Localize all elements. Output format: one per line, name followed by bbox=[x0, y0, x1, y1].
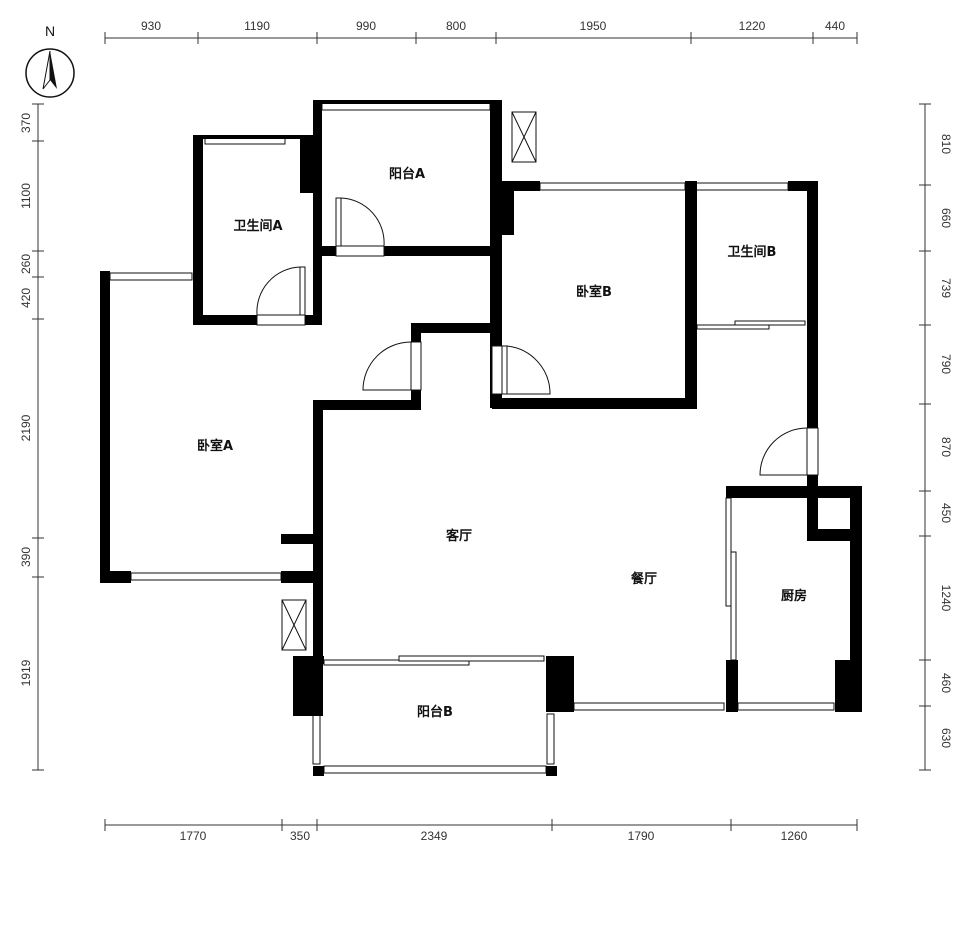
window-kitchen-south bbox=[737, 702, 835, 711]
room-label-dining-room: 餐厅 bbox=[630, 571, 657, 587]
window-living-south bbox=[573, 702, 725, 711]
room-label-balcony-a: 阳台A bbox=[389, 166, 425, 182]
dim-top-2: 1190 bbox=[244, 19, 270, 33]
dim-right-7: 1240 bbox=[939, 585, 953, 612]
dim-bottom-3: 2349 bbox=[421, 829, 448, 843]
door-living-left bbox=[362, 341, 422, 391]
compass-icon: N bbox=[25, 23, 75, 98]
dim-right-2: 660 bbox=[939, 208, 953, 228]
dim-left-7: 1919 bbox=[19, 659, 33, 686]
walls bbox=[100, 100, 862, 776]
dim-top-1: 930 bbox=[141, 19, 161, 33]
room-label-balcony-b: 阳台B bbox=[417, 704, 453, 720]
room-label-bathroom-a: 卫生间A bbox=[233, 218, 282, 234]
dim-top-5: 1950 bbox=[580, 19, 607, 33]
doors bbox=[256, 197, 819, 476]
room-label-bedroom-b: 卧室B bbox=[576, 284, 612, 300]
dim-bottom-2: 350 bbox=[290, 829, 310, 843]
sliding-door-balcony-b-2 bbox=[398, 655, 545, 662]
dim-right-9: 630 bbox=[939, 728, 953, 748]
dim-bottom-1: 1770 bbox=[180, 829, 207, 843]
compass-north-label: N bbox=[45, 23, 55, 39]
sliding-door-kitchen-1 bbox=[725, 497, 732, 607]
dim-top-3: 990 bbox=[356, 19, 376, 33]
dim-left-3: 260 bbox=[19, 254, 33, 274]
sliding-door-bathroom-b-1 bbox=[696, 324, 770, 330]
dim-left-6: 390 bbox=[19, 547, 33, 567]
room-label-bathroom-b: 卫生间B bbox=[728, 244, 777, 260]
dim-top-7: 440 bbox=[825, 19, 845, 33]
room-labels: 阳台A 卫生间A 卧室B 卫生间B 卧室A 客厅 餐厅 厨房 阳台B bbox=[197, 166, 807, 720]
window-bedroom-b bbox=[539, 182, 686, 191]
dim-left-5: 2190 bbox=[19, 414, 33, 441]
dim-left-2: 1100 bbox=[19, 183, 33, 209]
window-balcony-b-bottom bbox=[323, 765, 547, 774]
dim-top-6: 1220 bbox=[739, 19, 766, 33]
dim-left-4: 420 bbox=[19, 288, 33, 308]
door-bathroom-a bbox=[256, 266, 306, 326]
door-bedroom-b bbox=[491, 345, 551, 395]
window-bathroom-b bbox=[695, 182, 789, 191]
windows bbox=[109, 102, 835, 774]
shafts bbox=[281, 111, 537, 651]
dim-right-6: 450 bbox=[939, 503, 953, 523]
door-bathroom-b bbox=[759, 427, 819, 476]
dim-right-4: 790 bbox=[939, 354, 953, 374]
sliding-door-kitchen-2 bbox=[730, 551, 737, 661]
window-bedroom-a-bottom bbox=[130, 572, 282, 581]
window-balcony-a bbox=[321, 102, 491, 111]
dim-right-3: 739 bbox=[939, 278, 953, 298]
dimension-labels-right: 810 660 739 790 870 450 1240 460 630 bbox=[939, 134, 953, 748]
dim-right-1: 810 bbox=[939, 134, 953, 154]
window-balcony-b-left bbox=[312, 713, 321, 765]
door-balcony-a bbox=[335, 197, 385, 257]
dim-right-8: 460 bbox=[939, 673, 953, 693]
dimension-labels-top: 930 1190 990 800 1950 1220 440 bbox=[141, 19, 845, 33]
room-label-bedroom-a: 卧室A bbox=[197, 438, 233, 454]
dim-right-5: 870 bbox=[939, 437, 953, 457]
dim-top-4: 800 bbox=[446, 19, 466, 33]
dimension-lines bbox=[32, 32, 931, 831]
dimension-labels-left: 370 1100 260 420 2190 390 1919 bbox=[19, 113, 33, 687]
dimension-labels-bottom: 1770 350 2349 1790 1260 bbox=[180, 829, 808, 843]
window-bedroom-a-top bbox=[109, 272, 193, 281]
room-label-living-room: 客厅 bbox=[446, 528, 472, 544]
window-balcony-b-right bbox=[546, 713, 555, 765]
dim-bottom-4: 1790 bbox=[628, 829, 655, 843]
dim-left-1: 370 bbox=[19, 113, 33, 133]
room-label-kitchen: 厨房 bbox=[781, 588, 807, 604]
dim-bottom-5: 1260 bbox=[781, 829, 808, 843]
sliding-door-bathroom-b-2 bbox=[734, 320, 806, 326]
